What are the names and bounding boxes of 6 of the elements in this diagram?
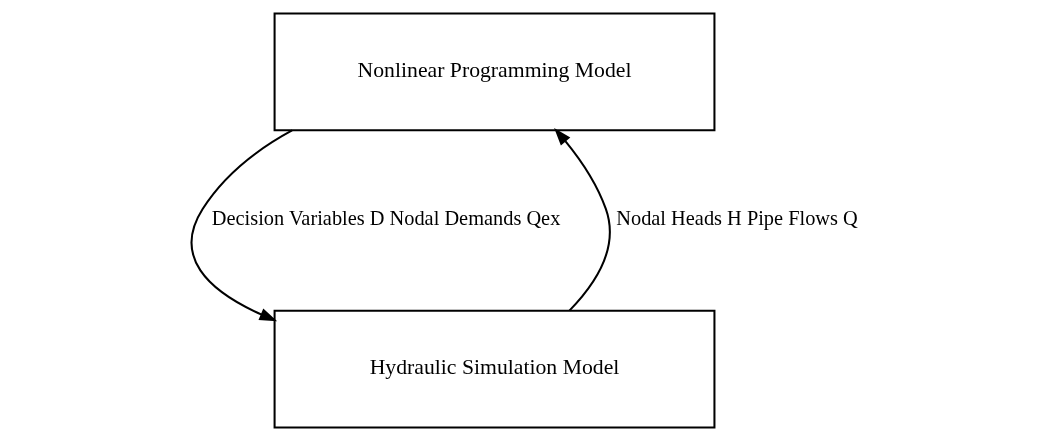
node-box: Nonlinear Programming Model bbox=[273, 12, 715, 132]
edge-label: Decision Variables D Nodal Demands Qex bbox=[211, 207, 560, 230]
edge-label: Nodal Heads H Pipe Flows Q bbox=[615, 207, 858, 230]
arrow bbox=[553, 128, 611, 312]
arrow bbox=[190, 129, 293, 322]
node-box: Hydraulic Simulation Model bbox=[273, 309, 715, 429]
